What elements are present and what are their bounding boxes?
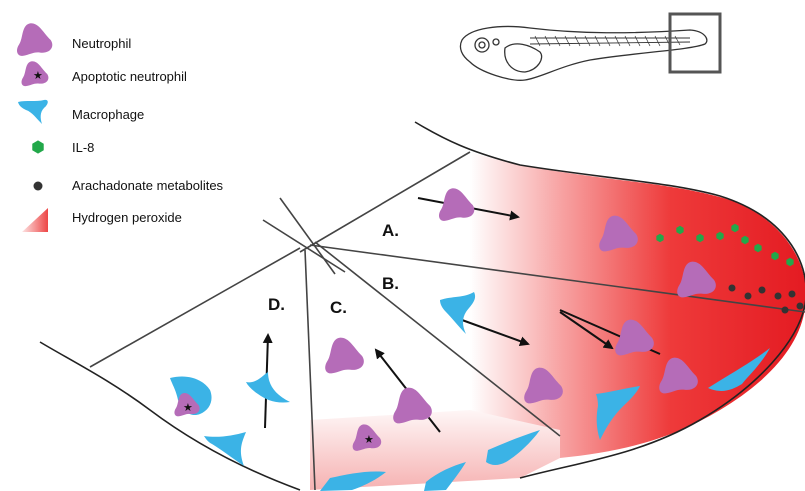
arachadonate-legend-icon <box>34 182 43 191</box>
neutrophil-legend-icon <box>17 23 52 56</box>
svg-text:★: ★ <box>33 69 43 82</box>
svg-text:★: ★ <box>364 433 374 446</box>
svg-text:★: ★ <box>183 401 193 414</box>
neutrophil-cell <box>325 338 364 374</box>
hydrogen-peroxide-legend-icon <box>22 208 48 232</box>
region-label-b: B. <box>382 274 399 293</box>
legend-label-neutrophil: Neutrophil <box>72 36 131 51</box>
region-label-a: A. <box>382 221 399 240</box>
legend-label-arachadonate: Arachadonate metabolites <box>72 178 224 193</box>
macrophage-legend-icon <box>18 100 48 124</box>
region-label-d: D. <box>268 295 285 314</box>
il8-legend-icon <box>32 140 43 153</box>
legend: Neutrophil ★ Apoptotic neutrophil Macrop… <box>17 23 224 232</box>
legend-label-il8: IL-8 <box>72 140 94 155</box>
apoptotic-neutrophil-legend-icon: ★ <box>22 61 49 86</box>
fin-lower-edge <box>40 342 300 490</box>
region-label-c: C. <box>330 298 347 317</box>
legend-label-apoptotic-neutrophil: Apoptotic neutrophil <box>72 69 187 84</box>
zoom-box <box>670 14 720 72</box>
legend-label-hydrogen-peroxide: Hydrogen peroxide <box>72 210 182 225</box>
legend-label-macrophage: Macrophage <box>72 107 144 122</box>
macrophage-cell <box>246 372 290 403</box>
